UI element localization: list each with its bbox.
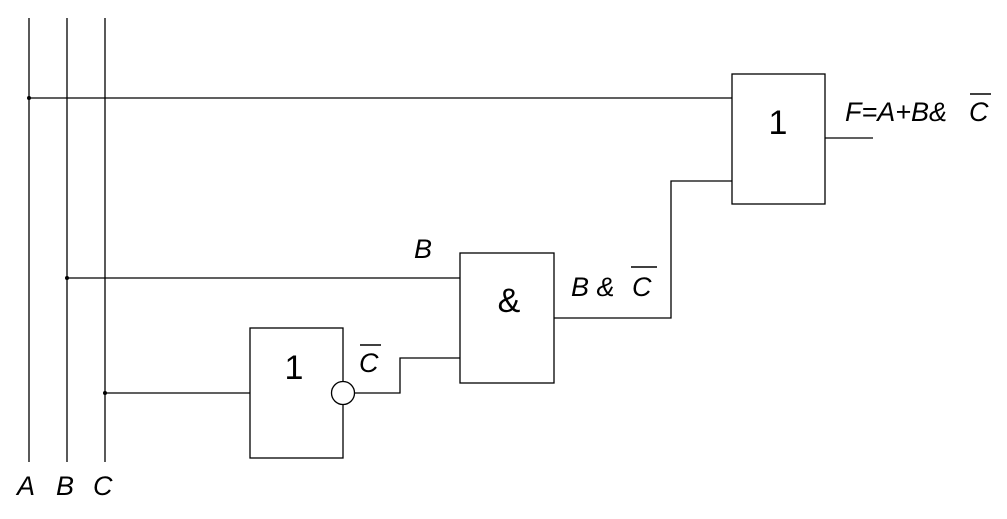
- label-c-bar: C: [359, 348, 379, 378]
- not-gate-symbol: 1: [285, 349, 304, 387]
- label-b-into-and: B: [414, 234, 432, 264]
- label-and-output-c: C: [632, 272, 652, 302]
- and-gate-symbol: &: [498, 282, 521, 320]
- or-gate-symbol: 1: [769, 104, 788, 142]
- inverter-bubble: [330, 380, 356, 406]
- input-label-c: C: [93, 471, 113, 501]
- label-output-c: C: [969, 97, 989, 127]
- not-gate: [249, 327, 344, 459]
- label-output-prefix: F=A+B&: [845, 97, 947, 127]
- label-and-output-prefix: B &: [571, 272, 615, 302]
- wire-and-to-or: [554, 180, 732, 319]
- and-gate: [459, 252, 555, 384]
- wire-not-to-and: [355, 357, 460, 394]
- input-label-a: A: [15, 471, 35, 501]
- or-gate: [731, 73, 826, 205]
- input-label-b: B: [56, 471, 74, 501]
